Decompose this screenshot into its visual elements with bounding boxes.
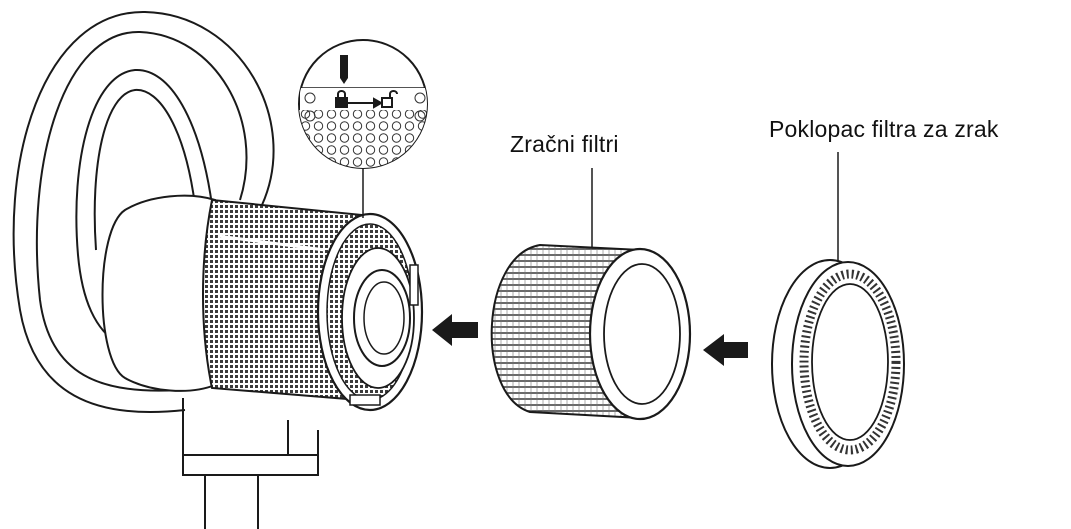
alignment-mark <box>340 55 348 84</box>
filter-cover-opening <box>811 283 889 441</box>
filter-cover <box>771 152 905 469</box>
fan-unit <box>12 10 319 529</box>
air-filter <box>490 168 692 421</box>
fan-stand <box>182 398 319 476</box>
filter-cover-label: Poklopac filtra za zrak <box>769 116 999 142</box>
filter-cover-grille <box>799 269 901 455</box>
fan-loop-inner <box>75 68 213 346</box>
fan-loop-outer <box>12 10 275 414</box>
arrow-left-icon <box>432 314 478 346</box>
fan-loop-outer-edge <box>35 30 248 392</box>
motor-housing <box>101 194 424 412</box>
fan-loop-inner-edge <box>93 88 196 251</box>
lock-unlock-icon <box>335 90 398 109</box>
air-filter-label: Zračni filtri <box>510 131 619 157</box>
air-filter-opening <box>603 263 681 405</box>
detail-inset <box>298 39 428 218</box>
arrow-left-icon <box>703 334 748 366</box>
